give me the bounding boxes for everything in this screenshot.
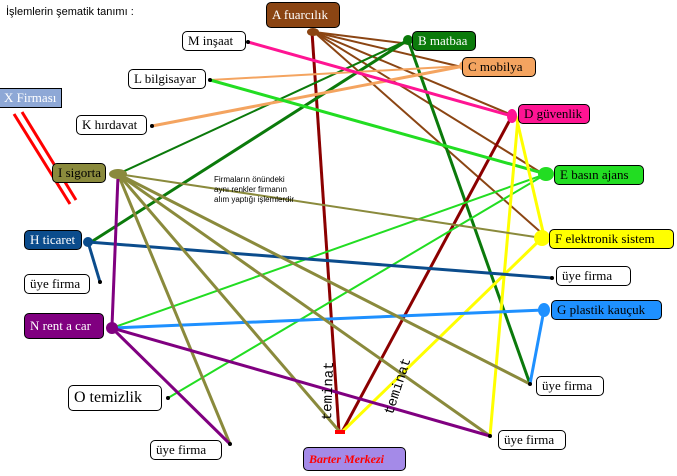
dot-uye5: [228, 442, 232, 446]
edge-e-n: [111, 173, 547, 329]
node-h-ticaret: H ticaret: [24, 230, 82, 250]
dot-n: [106, 322, 118, 334]
legend-note-line-1: Firmaların önündeki: [214, 175, 285, 184]
node-d-guvenlik: D güvenlik: [518, 104, 590, 124]
dot-l: [208, 78, 212, 82]
node-g-plastik-kaucuk: G plastik kauçuk: [551, 300, 662, 320]
dot-a: [307, 28, 319, 36]
dot-uye3: [528, 382, 532, 386]
edge-f-barter: [340, 234, 546, 434]
edge-a-b: [313, 31, 411, 45]
edge-h-uye1: [86, 241, 102, 283]
dot-k: [150, 124, 154, 128]
edge-d-m: [247, 40, 513, 118]
dot-uye1: [98, 280, 102, 284]
dot-m: [246, 40, 250, 44]
page-title: İşlemlerin şematik tanımı :: [6, 6, 134, 18]
dot-uye2: [550, 276, 554, 280]
edge-i-uye5: [116, 173, 232, 445]
edge-a-d: [313, 31, 513, 116]
uye-firma-1: üye firma: [24, 274, 90, 294]
dot-barter: [335, 430, 345, 434]
edge-a-e: [313, 31, 541, 173]
node-k-hirdavat: K hırdavat: [76, 115, 147, 135]
edge-i-uye6: [117, 172, 491, 438]
node-a-fuarcilik: A fuarcılık: [266, 2, 340, 28]
node-barter-merkezi: Barter Merkezi: [303, 447, 406, 471]
edge-x-red-2: [20, 111, 78, 201]
dot-h: [83, 237, 93, 247]
uye-firma-2: üye firma: [556, 266, 631, 286]
dot-i: [109, 169, 127, 179]
edge-f-d: [514, 115, 546, 237]
dot-d: [507, 109, 517, 123]
dot-f: [534, 230, 550, 246]
edge-n-uye5: [110, 326, 232, 446]
edge-b-uye3: [406, 39, 532, 385]
uye-firma-3: üye firma: [536, 376, 604, 396]
edge-f-uye6: [488, 117, 520, 437]
edge-n-i: [110, 175, 120, 327]
legend-note: Firmaların önündeki aynı renkler firmanı…: [214, 175, 314, 205]
node-o-temizlik: O temizlik: [68, 385, 162, 411]
edge-b-h: [87, 38, 409, 246]
node-e-basin-ajans: E basın ajans: [554, 165, 644, 185]
edge-c-k: [151, 64, 465, 128]
uye-firma-6: üye firma: [498, 430, 566, 450]
dot-o: [166, 396, 170, 400]
node-x-firmasi: X Firması: [0, 88, 62, 108]
uye-firma-5: üye firma: [150, 440, 222, 460]
edge-d-barter: [340, 115, 514, 433]
edge-x-red-1: [12, 113, 72, 205]
teminat-label-1: teminat: [320, 361, 339, 421]
edge-g-uye3: [528, 309, 546, 385]
node-i-sigorta: I sigorta: [52, 163, 106, 183]
dot-uye6: [488, 434, 492, 438]
node-n-rent-a-car: N rent a car: [24, 313, 104, 339]
edge-h-uye2: [87, 240, 553, 280]
edge-i-barter: [116, 173, 342, 433]
edge-i-uye3: [117, 172, 531, 386]
node-l-bilgisayar: L bilgisayar: [128, 69, 206, 89]
edge-e-l: [209, 78, 547, 176]
edge-i-f: [117, 173, 543, 239]
node-m-insaat: M inşaat: [182, 31, 246, 51]
node-c-mobilya: C mobilya: [462, 57, 536, 77]
dot-e: [538, 167, 554, 181]
legend-note-line-2: aynı renkler firmanın: [214, 185, 287, 194]
edge-b-i: [117, 39, 409, 175]
edge-c-l: [209, 65, 465, 81]
dot-g: [538, 303, 550, 317]
edge-g-n: [111, 308, 545, 330]
node-b-matbaa: B matbaa: [412, 31, 476, 51]
legend-note-line-3: alım yaptığı işlemlerdir: [214, 195, 295, 204]
node-f-elektronik-sistem: F elektronik sistem: [549, 229, 674, 249]
dot-b: [403, 35, 413, 45]
edge-n-uye6: [111, 326, 491, 438]
